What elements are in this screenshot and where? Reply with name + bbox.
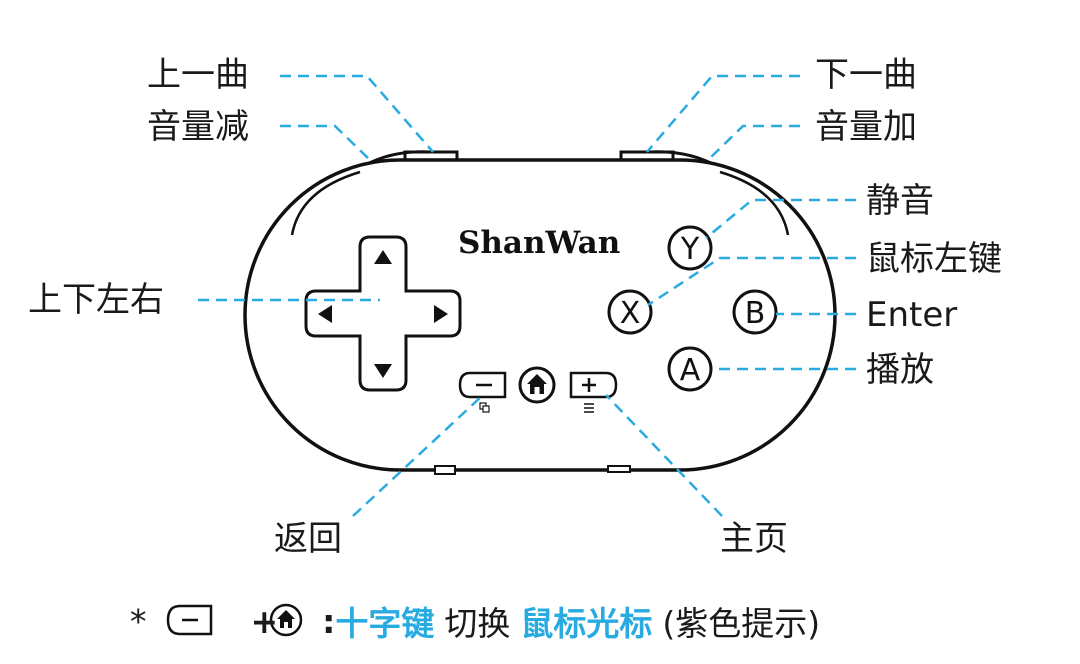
dpad-right-arrow-icon [434,305,448,323]
label-mute: 静音 [866,181,934,221]
leader-home [605,394,723,517]
footnote-dpad-text: 十字键 [335,604,435,643]
minus-button[interactable] [458,371,507,413]
label-volume-down: 音量减 [147,107,249,147]
dpad-left-arrow-icon [318,305,332,323]
button-a[interactable]: A [667,346,713,392]
button-b[interactable]: B [732,289,778,335]
leader-prev-track [280,74,434,153]
button-b-label: B [745,296,766,331]
leader-mouse-left [647,256,856,307]
menu-icon [584,403,594,413]
home-icon [527,374,547,394]
footnote-note: (紫色提示) [662,604,821,643]
label-dpad: 上下左右 [28,280,164,320]
button-x[interactable]: X [607,289,653,335]
dpad-down-arrow-icon [374,364,392,378]
leader-volume-down [280,124,371,161]
bottom-nub-right [607,465,631,473]
leader-back [352,394,484,517]
leader-volume-up [707,124,800,161]
label-back: 返回 [274,519,342,559]
bottom-nub-left [434,465,456,475]
controller-body-inner-edge [290,170,790,236]
button-x-label: X [620,296,641,331]
button-y-label: Y [680,232,700,267]
footnote-colon: : [322,601,336,641]
footnote-plus: + [250,601,279,641]
label-prev-track: 上一曲 [147,55,249,95]
footnote: * + : 十字键 切换 鼠标光标 (紫色提示) [130,596,820,646]
label-next-track: 下一曲 [815,55,917,95]
dpad-up-arrow-icon [374,250,392,264]
button-a-label: A [680,353,701,388]
label-home: 主页 [720,519,788,559]
leader-next-track [646,74,800,153]
label-play: 播放 [866,350,934,390]
leader-lines [198,74,856,517]
label-mouse-left: 鼠标左键 [866,239,1002,279]
home-button[interactable] [518,366,556,404]
button-y[interactable]: Y [667,225,713,271]
label-volume-up: 音量加 [815,107,917,147]
footnote-minus-icon [166,604,213,636]
dpad[interactable] [304,235,462,392]
footnote-home-icon [269,603,303,637]
label-enter: Enter [866,295,958,335]
footnote-switch-text: 切换 [444,604,511,643]
footnote-asterisk: * [130,601,147,641]
brand-logo: ShanWan [458,225,621,261]
footnote-cursor-text: 鼠标光标 [520,604,653,643]
